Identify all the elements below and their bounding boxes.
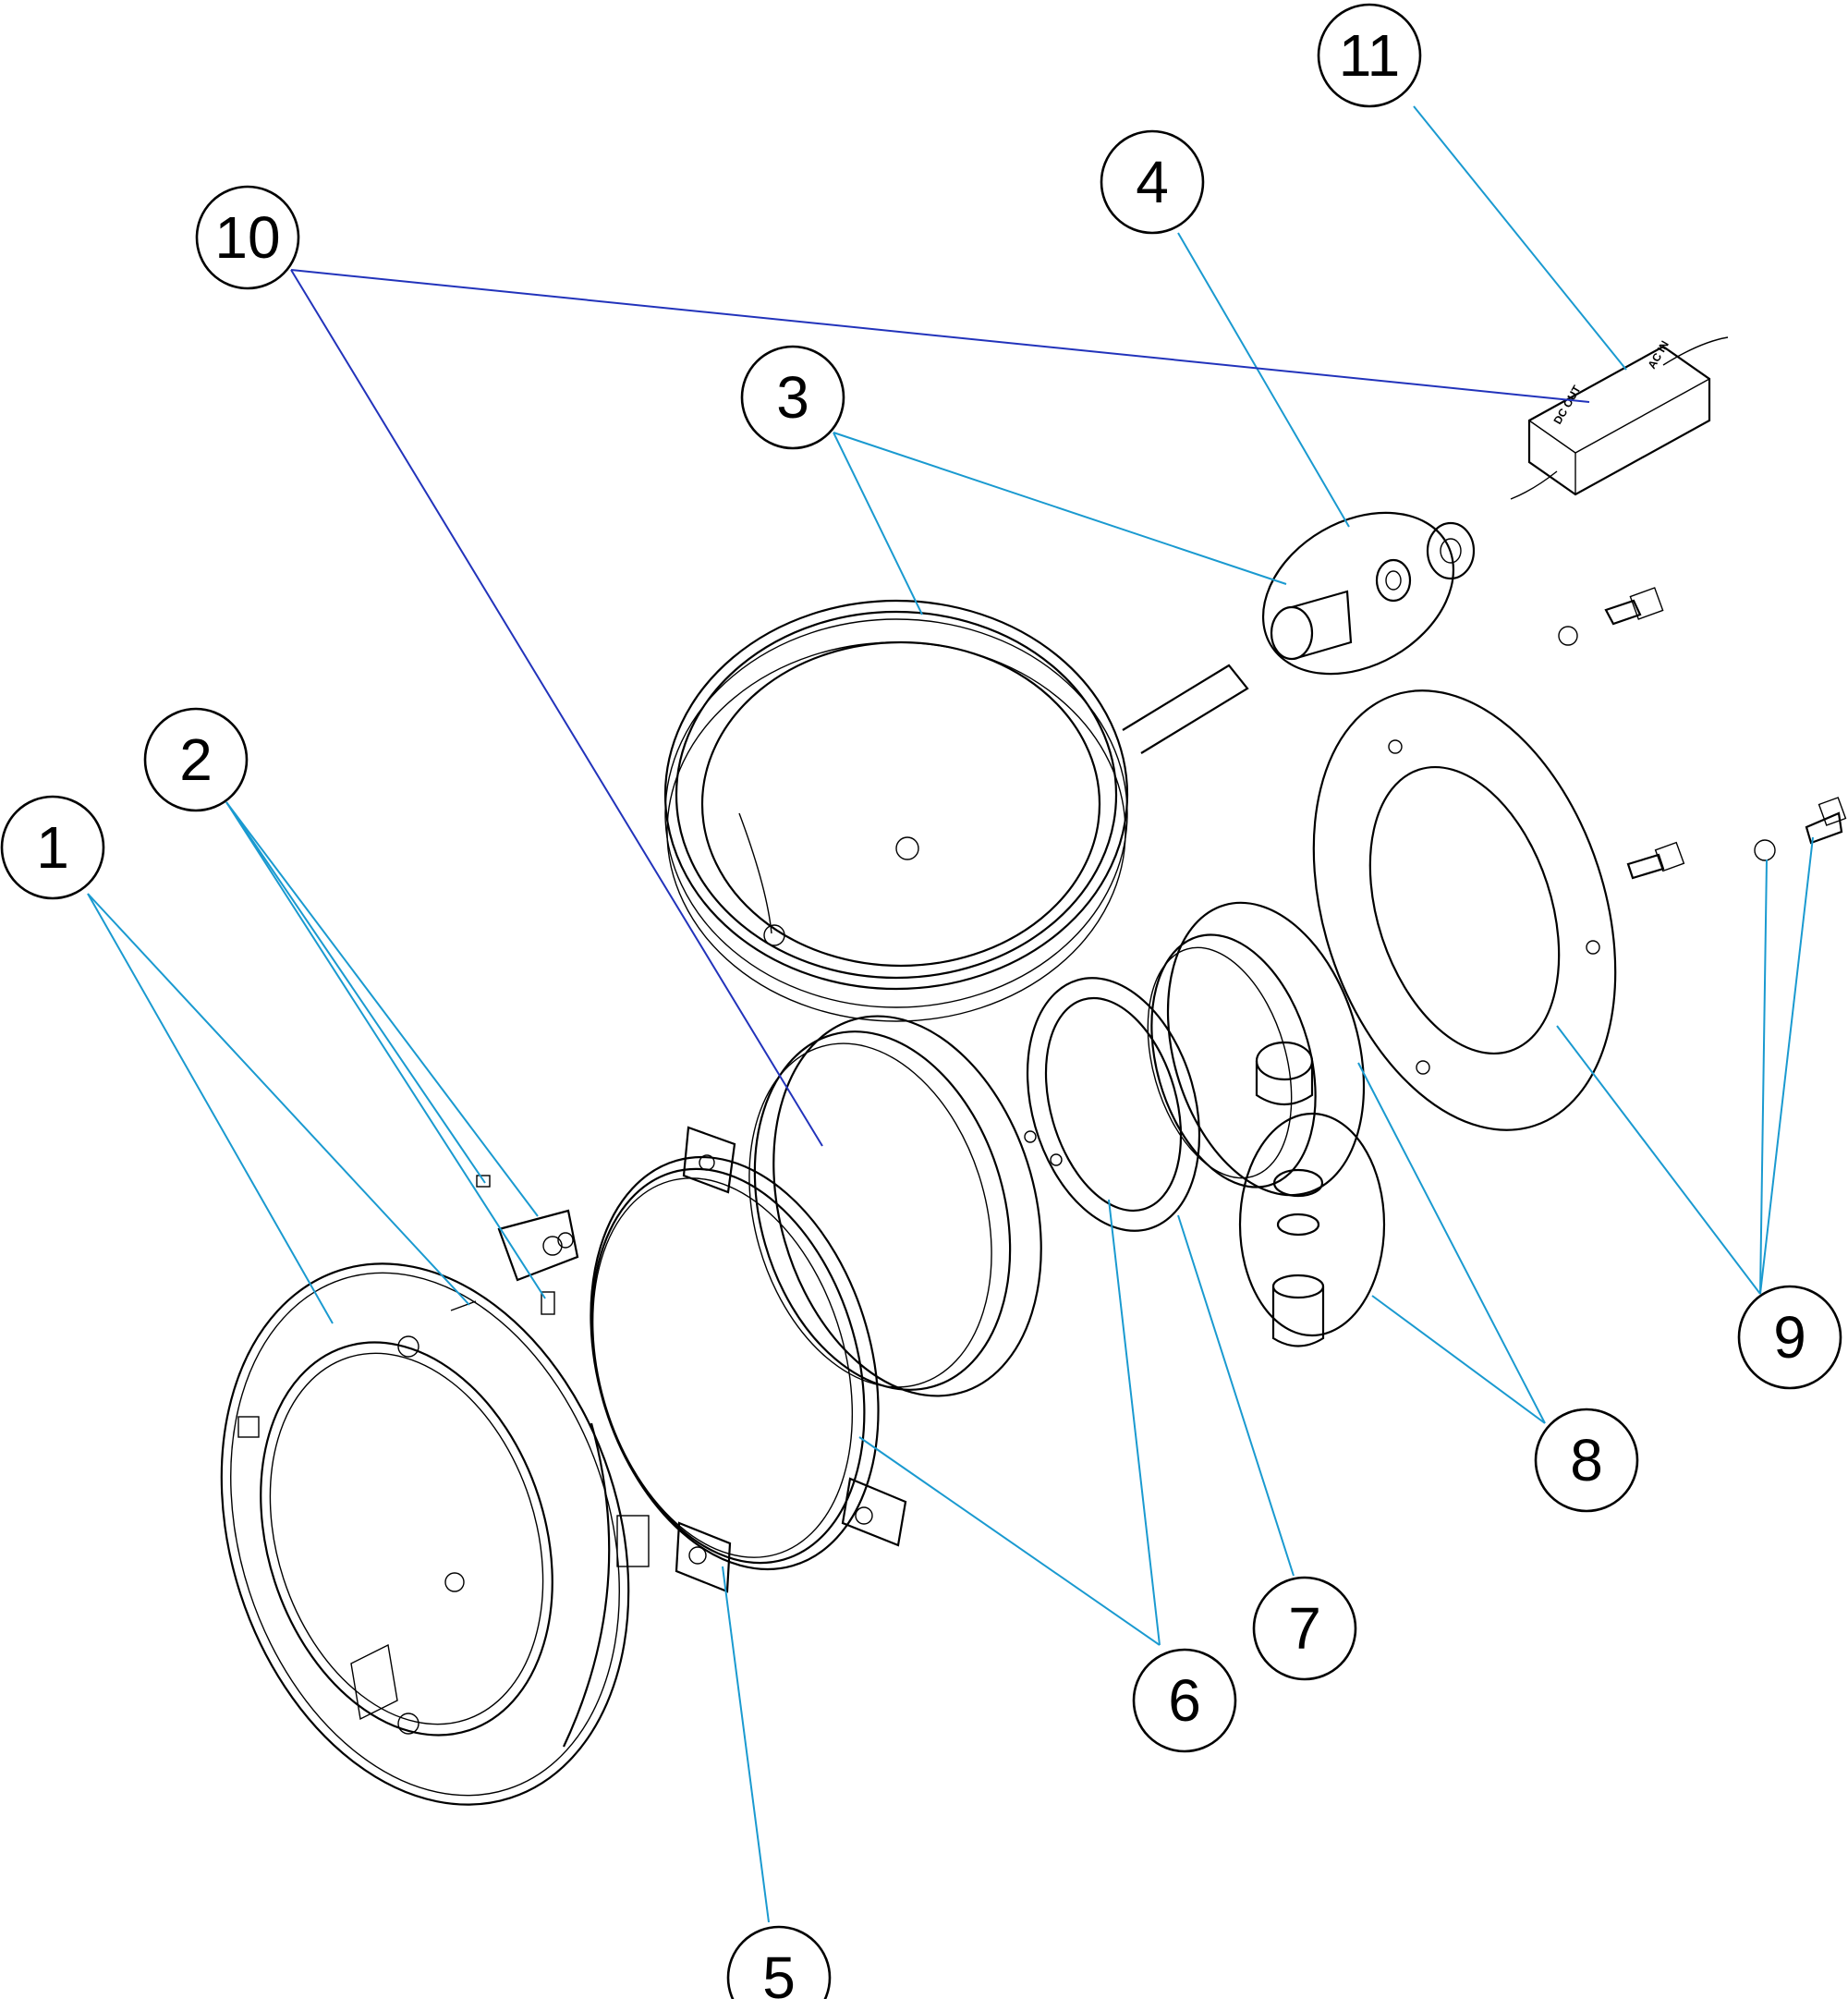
callout-6: 6: [1132, 1648, 1237, 1753]
leader-2b: [225, 801, 539, 1217]
leader-6b: [1108, 1199, 1161, 1646]
part-gasket: [1026, 977, 1201, 1232]
callout-2-label: 2: [179, 726, 213, 793]
part-coiled-cable: [663, 599, 1249, 1022]
leader-10b: [290, 269, 1590, 403]
callout-4-label: 4: [1136, 149, 1169, 215]
leader-5: [722, 1566, 770, 1923]
part-front-trim-ring: [220, 1262, 650, 1806]
callout-10-label: 10: [214, 204, 280, 271]
callout-6-label: 6: [1168, 1667, 1201, 1734]
leader-1b: [87, 893, 470, 1306]
callout-5-label: 5: [762, 1944, 796, 1999]
callout-3-label: 3: [776, 364, 809, 431]
callout-11-label: 11: [1339, 22, 1400, 89]
leader-9a: [1556, 1025, 1761, 1295]
leader-7: [1177, 1214, 1295, 1577]
leader-1a: [87, 893, 334, 1324]
leader-2c: [225, 801, 546, 1299]
callout-7: 7: [1252, 1576, 1357, 1681]
callout-10: 10: [195, 185, 300, 290]
leader-9c: [1759, 836, 1814, 1295]
callout-5: 5: [726, 1925, 832, 1999]
callout-4: 4: [1100, 129, 1205, 235]
callout-8-label: 8: [1570, 1427, 1603, 1493]
part-bolts: [1558, 587, 1847, 880]
callout-1: 1: [0, 795, 105, 900]
callout-2: 2: [143, 707, 249, 812]
callout-9-label: 9: [1773, 1304, 1806, 1371]
leader-lines: [87, 105, 1814, 1923]
leader-6a: [858, 1436, 1161, 1646]
callout-1-label: 1: [36, 814, 69, 881]
leader-4: [1177, 232, 1350, 528]
callout-9: 9: [1737, 1285, 1842, 1390]
part-lens-ring: [590, 1126, 907, 1571]
callout-7-label: 7: [1288, 1595, 1321, 1662]
part-mounting-flange: [1312, 689, 1617, 1131]
callout-11: 11: [1317, 3, 1422, 108]
part-led-lamp: [748, 1015, 1063, 1397]
callout-3: 3: [740, 345, 845, 450]
callout-8: 8: [1534, 1408, 1639, 1513]
leader-9b: [1759, 859, 1768, 1295]
part-bracket-tab: [675, 1521, 732, 1593]
leader-3a: [833, 432, 923, 616]
leader-11: [1413, 105, 1627, 371]
part-transformer: AC IN DC OUT: [1510, 336, 1729, 500]
part-clamp-bracket: [476, 1175, 579, 1315]
leader-8a: [1357, 1062, 1546, 1424]
leader-10a: [290, 269, 823, 1147]
leader-2a: [225, 801, 486, 1184]
leader-3b: [833, 432, 1287, 585]
part-cable-gland-set: [1261, 511, 1476, 676]
leader-8b: [1371, 1295, 1546, 1424]
part-lamp-housing: [1147, 901, 1386, 1347]
